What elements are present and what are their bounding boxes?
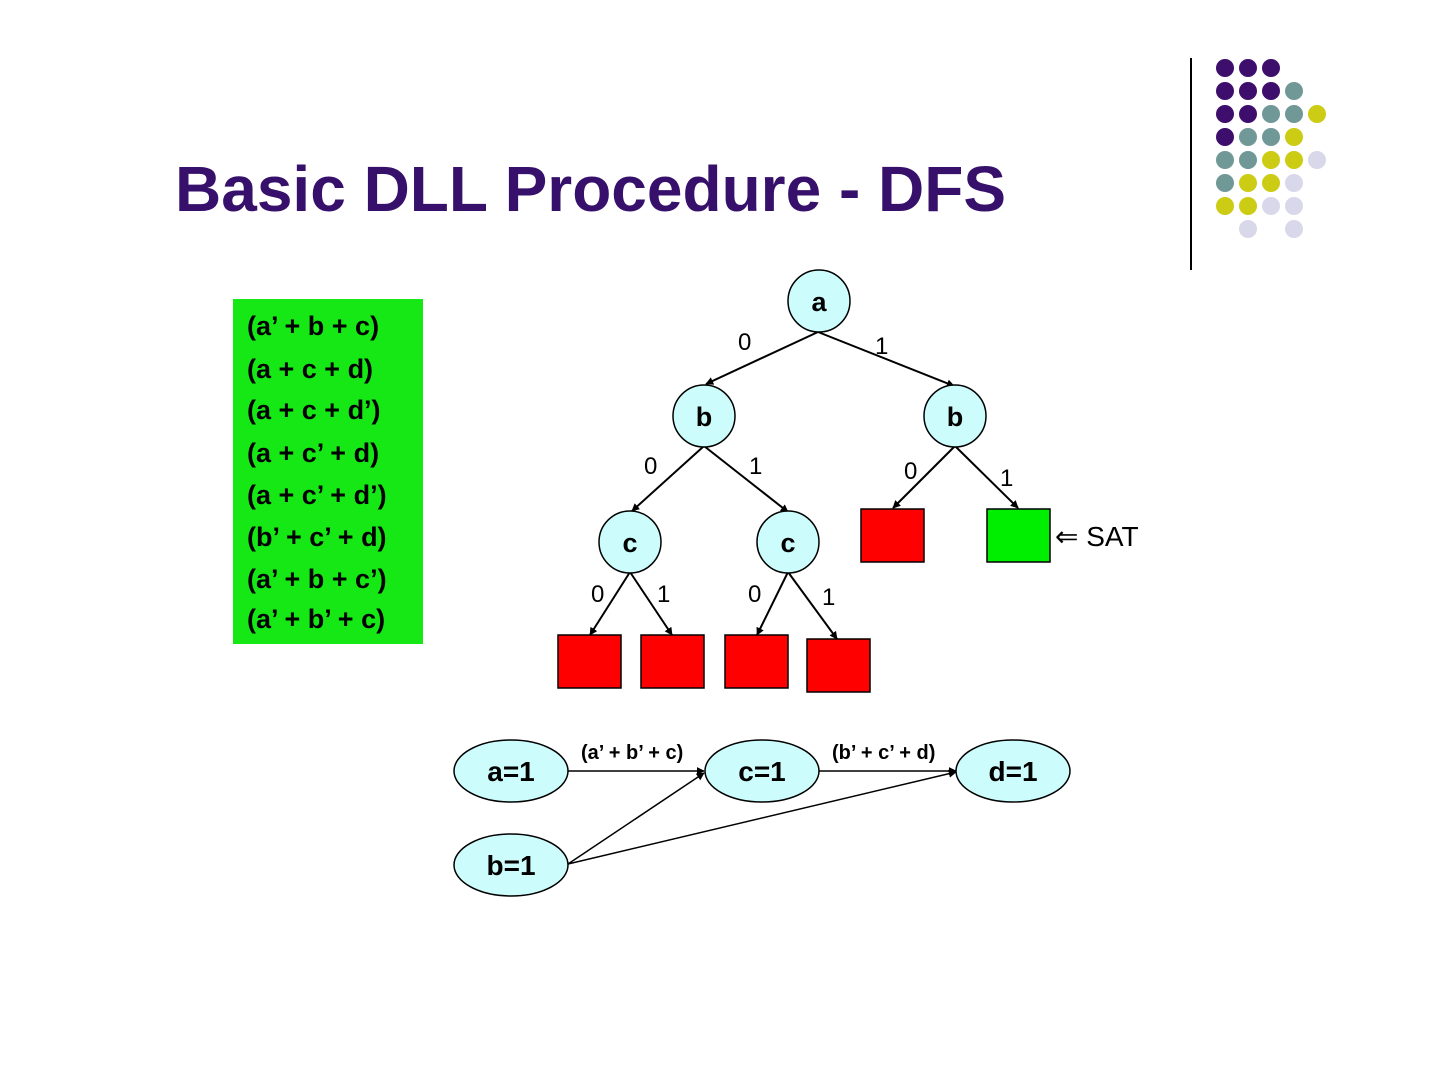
edge-cr-0 (756, 571, 789, 636)
clause-list: (a’ + b + c) (a + c + d) (a + c + d’) (a… (233, 299, 423, 644)
edge-label-cl-0: 0 (591, 581, 604, 608)
impl-node-a1 (453, 739, 569, 803)
edge-cr-1 (787, 571, 838, 640)
impl-node-c1-label: c=1 (738, 756, 786, 787)
tree-node-c-left-label: c (622, 528, 637, 558)
clause-8: (a’ + b’ + c) (247, 604, 386, 634)
conflict-leaf-4 (806, 638, 871, 693)
clause-4: (a + c’ + d) (247, 438, 380, 468)
tree-node-b-right-label: b (947, 402, 964, 432)
edge-label-br-0: 0 (904, 458, 917, 485)
tree-node-a-label: a (811, 287, 827, 317)
implication-edges (567, 767, 957, 865)
edge-cl-1 (629, 571, 673, 636)
clause-6: (b’ + c’ + d) (247, 522, 387, 552)
tree-node-b-left-label: b (696, 402, 713, 432)
impl-node-b1 (453, 833, 569, 897)
impl-node-d1-label: d=1 (988, 756, 1037, 787)
tree-node-c-left (598, 510, 662, 574)
tree-node-c-right-label: c (780, 528, 795, 558)
impl-edge-label-to-d: (b’ + c’ + d) (832, 742, 935, 764)
conflict-leaf-3 (724, 634, 789, 689)
impl-edge-label-to-c: (a’ + b’ + c) (581, 742, 683, 764)
edge-label-cl-1: 1 (657, 581, 670, 608)
conflict-leaf-5 (860, 508, 925, 563)
tree-edges (589, 331, 1019, 640)
edge-label-cr-1: 1 (822, 584, 835, 611)
decorative-dot-logo (1190, 58, 1326, 270)
slide-title: Basic DLL Procedure - DFS (175, 153, 1007, 225)
sat-label: ⇐ SAT (1055, 521, 1139, 552)
edge-label-br-1: 1 (1000, 465, 1013, 492)
impl-node-d1 (955, 739, 1071, 803)
edge-label-bl-1: 1 (749, 453, 762, 480)
edge-label-a-1: 1 (875, 333, 888, 360)
clause-1: (a’ + b + c) (247, 311, 380, 341)
tree-node-c-right (756, 510, 820, 574)
clause-3: (a + c + d’) (247, 395, 381, 425)
conflict-leaf-2 (640, 634, 705, 689)
edge-br-0 (892, 445, 956, 509)
tree-node-b-left (672, 384, 736, 448)
edge-bl-0 (631, 445, 705, 512)
edge-a-0 (705, 331, 819, 385)
impl-edge-b-d (567, 769, 957, 865)
edge-bl-1 (703, 445, 789, 513)
tree-node-a (787, 269, 851, 333)
clause-5: (a + c’ + d’) (247, 480, 387, 510)
edge-a-1 (817, 331, 955, 388)
edge-label-bl-0: 0 (644, 453, 657, 480)
impl-edge-b-c (567, 772, 705, 865)
impl-node-c1 (704, 739, 820, 803)
edge-label-a-0: 0 (738, 329, 751, 356)
clause-7: (a’ + b + c’) (247, 564, 387, 594)
edge-cl-0 (589, 571, 631, 636)
sat-leaf (986, 508, 1051, 563)
clause-2: (a + c + d) (247, 354, 374, 384)
impl-node-b1-label: b=1 (486, 850, 535, 881)
impl-node-a1-label: a=1 (487, 756, 535, 787)
edge-br-1 (954, 445, 1019, 509)
edge-label-cr-0: 0 (748, 581, 761, 608)
conflict-leaf-1 (557, 634, 622, 689)
tree-node-b-right (923, 384, 987, 448)
